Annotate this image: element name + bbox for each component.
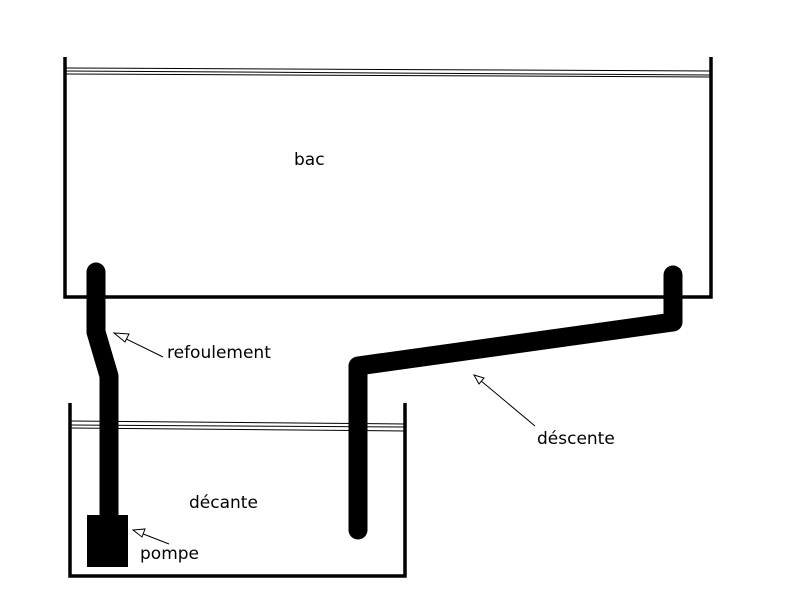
drain-pipe-label: déscente: [537, 429, 615, 449]
sump-outline: [68, 403, 407, 578]
arrows: [112, 332, 536, 545]
tank-label: bac: [294, 150, 325, 170]
drain-pipe-arrow: [472, 374, 536, 427]
tank-water-line-3: [64, 73, 712, 78]
return-pipe-label: refoulement: [167, 343, 271, 363]
sump-label: décante: [189, 493, 258, 513]
return-pipe: [86, 262, 119, 532]
pump-arrow: [131, 528, 170, 545]
pump: [87, 515, 128, 567]
drain-pipe: [348, 265, 683, 540]
return-pipe-arrow: [112, 332, 164, 358]
tank-water-line-1: [64, 67, 712, 72]
tank: [63, 57, 713, 299]
tank-outline: [63, 57, 713, 299]
tank-water-line-2: [64, 70, 712, 76]
pump-label: pompe: [140, 544, 199, 564]
